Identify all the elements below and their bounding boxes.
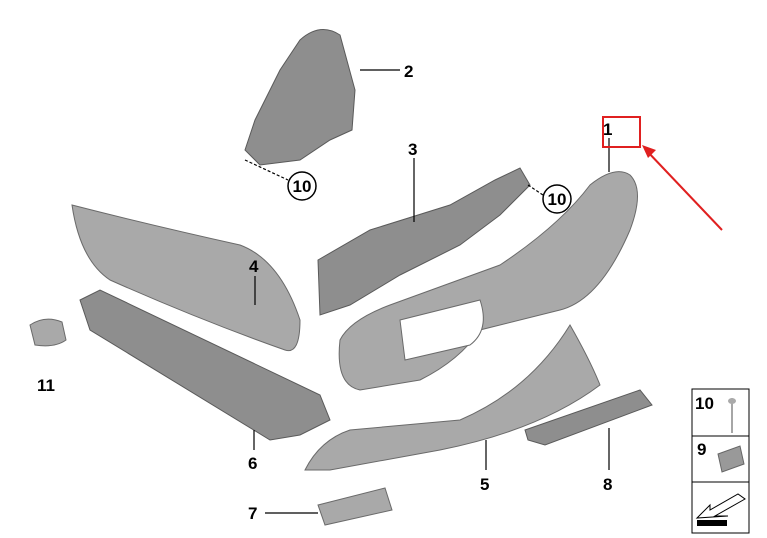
label-4: 4: [249, 257, 259, 276]
legend-box: 10 9: [691, 388, 750, 534]
part-3: [317, 167, 531, 316]
leader-10a: [244, 159, 289, 181]
part-4: [71, 204, 301, 352]
highlight-arrow: [645, 149, 723, 231]
part-2: [244, 29, 356, 166]
label-10a: 10: [293, 177, 312, 196]
label-6: 6: [248, 454, 257, 473]
label-8: 8: [603, 475, 612, 494]
callout-circle-10a: [287, 171, 317, 201]
callout-circle-10b: [542, 184, 572, 214]
label-2: 2: [404, 62, 413, 81]
part-5: [304, 324, 601, 471]
orientation-arrow-icon: [695, 493, 746, 526]
part-11: [29, 318, 67, 347]
label-11: 11: [37, 376, 55, 395]
label-10b: 10: [548, 190, 567, 209]
clip-icon: [717, 445, 745, 473]
legend-label-9: 9: [697, 440, 706, 459]
rivet-icon: [728, 398, 736, 433]
label-3: 3: [408, 140, 417, 159]
part-6: [79, 289, 331, 441]
part-1-opening: [399, 299, 484, 361]
label-5: 5: [480, 475, 489, 494]
highlight-arrowhead-icon: [642, 145, 656, 158]
part-8: [524, 389, 653, 446]
label-1: 1: [603, 120, 612, 139]
part-7: [317, 487, 393, 526]
legend-label-10: 10: [695, 394, 714, 413]
highlight-box: [602, 116, 641, 148]
leader-10b: [527, 184, 544, 196]
label-7: 7: [248, 504, 257, 523]
